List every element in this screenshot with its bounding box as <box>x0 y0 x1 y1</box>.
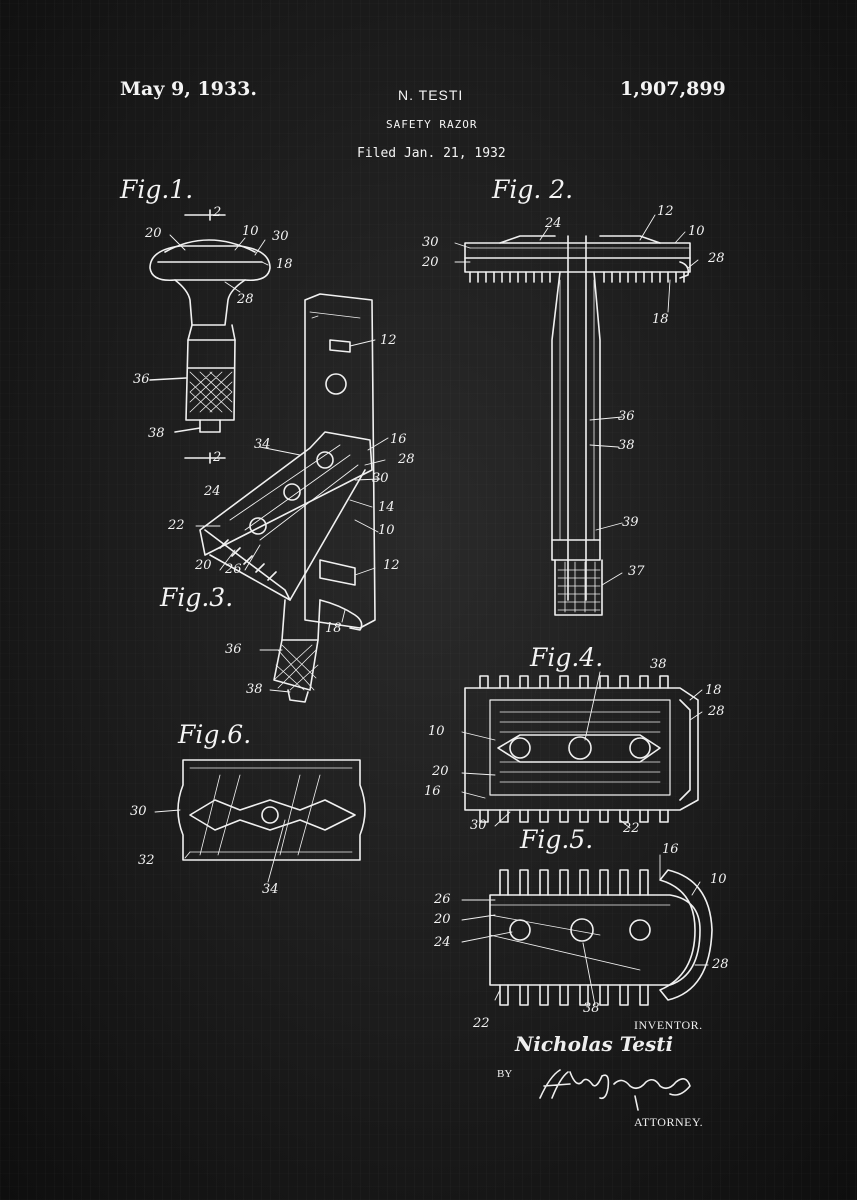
fig4-drawing <box>465 676 698 822</box>
ref-label: 20 <box>422 255 439 270</box>
inventor-header: N. TESTI <box>398 87 464 103</box>
ref-label: 10 <box>688 224 705 239</box>
ref-label: 18 <box>652 312 669 327</box>
ref-label: 10 <box>242 224 259 239</box>
ref-label: 28 <box>398 452 415 467</box>
filed-date: Filed Jan. 21, 1932 <box>357 146 506 161</box>
ref-label: 30 <box>130 804 147 819</box>
ref-label: 2 <box>213 205 222 220</box>
ref-label: 16 <box>390 432 407 447</box>
fig1-drawing <box>150 210 270 463</box>
fig6-drawing <box>178 760 365 860</box>
inventor-name: Nicholas Testi <box>515 1032 674 1056</box>
ref-label: 38 <box>618 438 635 453</box>
ref-label: 38 <box>246 682 263 697</box>
ref-label: 39 <box>622 515 639 530</box>
ref-label: 28 <box>708 704 725 719</box>
ref-label: 24 <box>545 216 562 231</box>
ref-label: 28 <box>712 957 729 972</box>
ref-label: 38 <box>148 426 165 441</box>
patent-number: 1,907,899 <box>620 78 726 100</box>
fig3-drawing <box>200 294 375 702</box>
ref-label: 22 <box>168 518 185 533</box>
ref-label: 36 <box>225 642 242 657</box>
ref-label: 18 <box>276 257 293 272</box>
ref-label: 20 <box>434 912 451 927</box>
ref-label: 16 <box>424 784 441 799</box>
ref-label: 20 <box>432 764 449 779</box>
ref-label: 10 <box>428 724 445 739</box>
ref-label: 18 <box>325 621 342 636</box>
fig3-label: Fig.3. <box>160 583 234 612</box>
ref-label: 10 <box>378 523 395 538</box>
ref-label: 32 <box>138 853 155 868</box>
patent-title: SAFETY RAZOR <box>386 118 478 131</box>
attorney-signature <box>539 1069 691 1111</box>
ref-label: 22 <box>473 1016 490 1031</box>
ref-label: 26 <box>225 562 242 577</box>
by-label: BY <box>497 1068 513 1080</box>
fig5-label: Fig.5. <box>520 825 594 854</box>
ref-label: 28 <box>708 251 725 266</box>
ref-label: 24 <box>204 484 221 499</box>
ref-label: 30 <box>470 818 487 833</box>
ref-label: 18 <box>705 683 722 698</box>
ref-label: 38 <box>583 1001 600 1016</box>
ref-label: 38 <box>650 657 667 672</box>
ref-label: 36 <box>133 372 150 387</box>
ref-label: 30 <box>272 229 289 244</box>
ref-label: 30 <box>372 471 389 486</box>
ref-label: 30 <box>422 235 439 250</box>
attorney-label: ATTORNEY. <box>634 1115 704 1129</box>
fig4-label: Fig.4. <box>530 643 604 672</box>
ref-label: 12 <box>657 204 674 219</box>
fig6-label: Fig.6. <box>178 720 252 749</box>
ref-label: 24 <box>434 935 451 950</box>
ref-label: 22 <box>623 821 640 836</box>
inventor-label: INVENTOR. <box>634 1018 703 1032</box>
ref-label: 2 <box>213 450 222 465</box>
ref-label: 16 <box>662 842 679 857</box>
patent-date: May 9, 1933. <box>120 78 257 100</box>
ref-label: 28 <box>237 292 254 307</box>
ref-label: 20 <box>145 226 162 241</box>
fig5-drawing <box>490 870 712 1005</box>
fig2-drawing <box>465 236 690 615</box>
ref-label: 12 <box>383 558 400 573</box>
ref-label: 20 <box>195 558 212 573</box>
ref-label: 36 <box>618 409 635 424</box>
fig1-label: Fig.1. <box>120 175 194 204</box>
ref-label: 12 <box>380 333 397 348</box>
leader-lines <box>155 215 708 1005</box>
ref-label: 14 <box>378 500 395 515</box>
ref-label: 10 <box>710 872 727 887</box>
fig2-label: Fig. 2. <box>492 175 574 204</box>
ref-label: 34 <box>262 882 279 897</box>
ref-label: 26 <box>434 892 451 907</box>
ref-label: 37 <box>628 564 645 579</box>
ref-label: 34 <box>254 437 271 452</box>
